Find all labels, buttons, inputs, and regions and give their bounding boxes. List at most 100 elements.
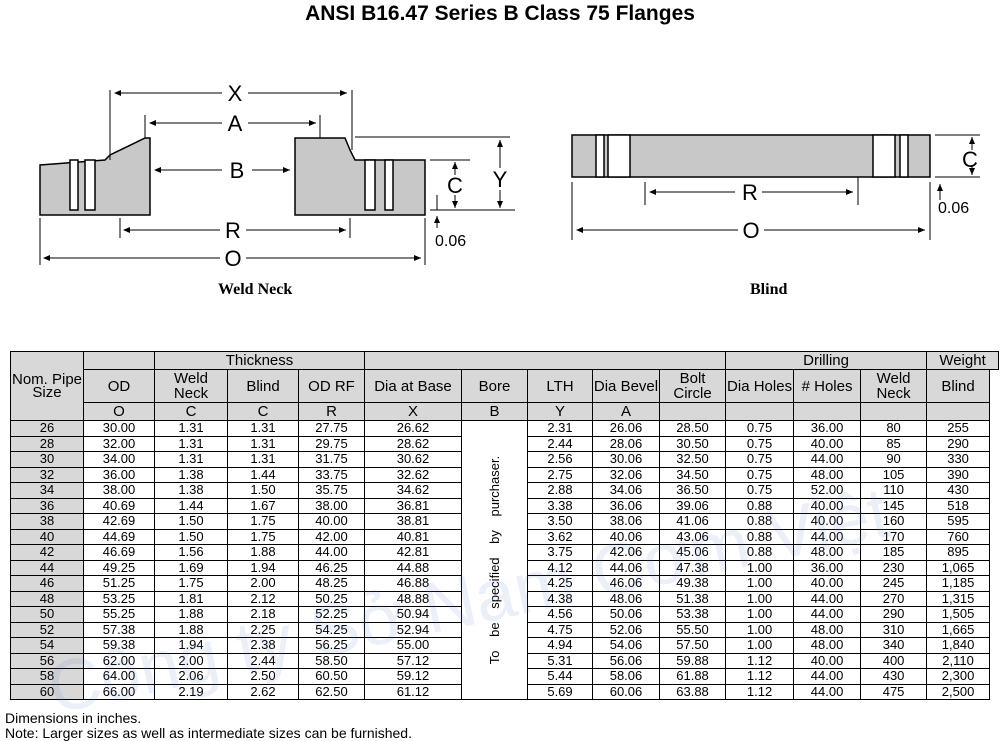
table-cell: 36.00 [793, 559, 862, 576]
pipe-size-cell: 58 [10, 668, 84, 685]
table-cell: 105 [860, 466, 928, 483]
table-cell: 29.75 [298, 435, 365, 452]
dim-b-label: B [230, 158, 245, 183]
table-cell: 230 [860, 559, 928, 576]
table-cell: 26.62 [364, 420, 462, 437]
table-cell: 1,185 [926, 575, 991, 592]
blind-raised-face-label: 0.06 [938, 200, 969, 217]
table-cell: 1.44 [227, 466, 299, 483]
table-cell: 36.81 [364, 497, 462, 514]
table-cell: 34.06 [592, 482, 660, 499]
blind-dim-o-label: O [742, 218, 759, 243]
table-cell: 40.00 [793, 497, 862, 514]
header-drilling: Drilling [725, 351, 928, 370]
table-cell: 43.06 [658, 528, 727, 545]
table-cell: 5.31 [527, 652, 593, 669]
table-cell: 1.00 [725, 621, 795, 638]
units-note: Dimensions in inches. [5, 710, 142, 726]
table-cell: 160 [860, 513, 928, 530]
table-cell: 48.00 [793, 544, 862, 561]
table-cell: 28.06 [592, 435, 660, 452]
table-cell: 57.38 [83, 621, 155, 638]
dim-r-label: R [225, 218, 241, 243]
table-cell: 46.88 [364, 575, 462, 592]
header-dia-holes: Dia Holes [725, 369, 795, 403]
table-cell: 34.50 [658, 466, 727, 483]
header-od-rf: OD RF [298, 369, 365, 403]
table-cell: 60.50 [298, 668, 365, 685]
table-cell: 3.62 [527, 528, 593, 545]
sym-b: B [461, 402, 528, 421]
table-cell: 330 [926, 451, 991, 468]
dim-o-label: O [224, 246, 241, 271]
header-weld-neck: Weld Neck [154, 369, 228, 403]
table-cell: 4.12 [527, 559, 593, 576]
table-cell: 36.00 [83, 466, 155, 483]
table-cell: 52.25 [298, 606, 365, 623]
table-cell: 2.25 [227, 621, 299, 638]
table-cell: 33.75 [298, 466, 365, 483]
blind-drawing [571, 134, 931, 178]
table-cell: 2.44 [227, 652, 299, 669]
table-cell: 4.75 [527, 621, 593, 638]
pipe-size-cell: 42 [10, 544, 84, 561]
table-cell: 1.31 [154, 435, 228, 452]
table-cell: 52.06 [592, 621, 660, 638]
dim-a-label: A [228, 111, 243, 136]
table-cell: 28.62 [364, 435, 462, 452]
table-cell: 61.88 [658, 668, 727, 685]
header-bore: Bore [461, 369, 528, 403]
table-cell: 3.50 [527, 513, 593, 530]
table-cell: 1.31 [227, 451, 299, 468]
sym-x: X [364, 402, 462, 421]
table-cell: 1.31 [227, 420, 299, 437]
table-cell: 1,065 [926, 559, 991, 576]
pipe-size-cell: 32 [10, 466, 84, 483]
header-dia-bevel: Dia Bevel [592, 369, 660, 403]
table-cell: 2.56 [527, 451, 593, 468]
table-cell: 57.50 [658, 637, 727, 654]
pipe-size-cell: 54 [10, 637, 84, 654]
table-cell: 1.69 [154, 559, 228, 576]
table-cell: 44.00 [793, 590, 862, 607]
table-cell: 0.75 [725, 435, 795, 452]
weld-neck-drawing [39, 137, 426, 216]
table-cell: 58.06 [592, 668, 660, 685]
table-cell: 56.06 [592, 652, 660, 669]
table-cell: 44.69 [83, 528, 155, 545]
table-cell: 40.00 [793, 652, 862, 669]
flange-diagrams: X A B C Y R O 0.06 R O C 0.06 [39, 81, 980, 271]
table-cell: 42.06 [592, 544, 660, 561]
table-cell: 5.44 [527, 668, 593, 685]
table-cell: 40.81 [364, 528, 462, 545]
table-cell: 2,110 [926, 652, 991, 669]
table-cell: 44.00 [793, 451, 862, 468]
sym-y: Y [527, 402, 593, 421]
table-cell: 1.94 [154, 637, 228, 654]
table-cell: 2.88 [527, 482, 593, 499]
table-cell: 40.00 [298, 513, 365, 530]
table-cell: 3.75 [527, 544, 593, 561]
table-cell: 2.00 [154, 652, 228, 669]
table-cell: 54.25 [298, 621, 365, 638]
table-cell: 2.75 [527, 466, 593, 483]
table-cell: 48.06 [592, 590, 660, 607]
table-cell: 2,500 [926, 683, 991, 700]
table-cell: 1,315 [926, 590, 991, 607]
table-cell: 28.50 [658, 420, 727, 437]
table-cell: 46.69 [83, 544, 155, 561]
table-cell: 64.00 [83, 668, 155, 685]
table-cell: 38.81 [364, 513, 462, 530]
pipe-size-cell: 60 [10, 683, 84, 700]
header-od: OD [83, 369, 155, 403]
table-cell: 475 [860, 683, 928, 700]
table-cell: 145 [860, 497, 928, 514]
pipe-size-cell: 52 [10, 621, 84, 638]
table-cell: 36.50 [658, 482, 727, 499]
table-cell: 90 [860, 451, 928, 468]
